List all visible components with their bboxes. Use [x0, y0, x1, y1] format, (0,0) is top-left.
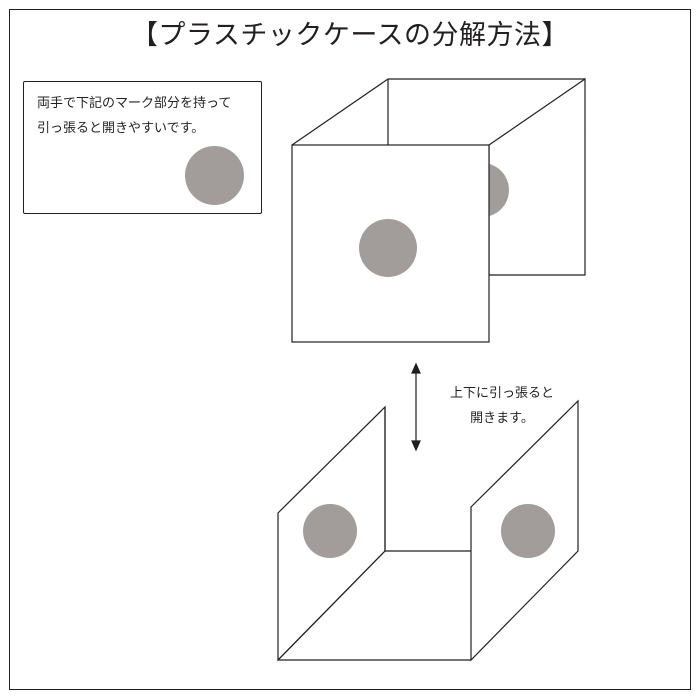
lower-base-right-wall [470, 399, 579, 662]
grip-mark-icon [185, 146, 244, 205]
upper-lid [291, 77, 586, 343]
note-line-2: 引っ張ると開きやすいです。 [37, 121, 205, 136]
caption-line-2: 開きます。 [470, 411, 534, 426]
pull-caption: 上下に引っ張ると 開きます。 [432, 381, 572, 431]
lower-base [277, 399, 579, 662]
instruction-note-box: 両手で下記のマーク部分を持って 引っ張ると開きやすいです。 [23, 81, 262, 214]
lower-base-left-grip-mark-icon [303, 504, 357, 558]
outer-frame [9, 9, 691, 690]
caption-line-1: 上下に引っ張ると [449, 386, 554, 401]
double-headed-arrow-icon [411, 362, 421, 452]
lower-base-left-wall [277, 405, 386, 662]
upper-lid-front-grip-mark-icon [359, 219, 417, 277]
instruction-note-text: 両手で下記のマーク部分を持って 引っ張ると開きやすいです。 [37, 91, 259, 141]
upper-lid-top-left-edge [291, 78, 389, 146]
page-title: 【プラスチックケースの分解方法】 [130, 20, 570, 51]
note-line-1: 両手で下記のマーク部分を持って [37, 96, 232, 111]
lower-base-right-grip-mark-icon [501, 504, 555, 558]
